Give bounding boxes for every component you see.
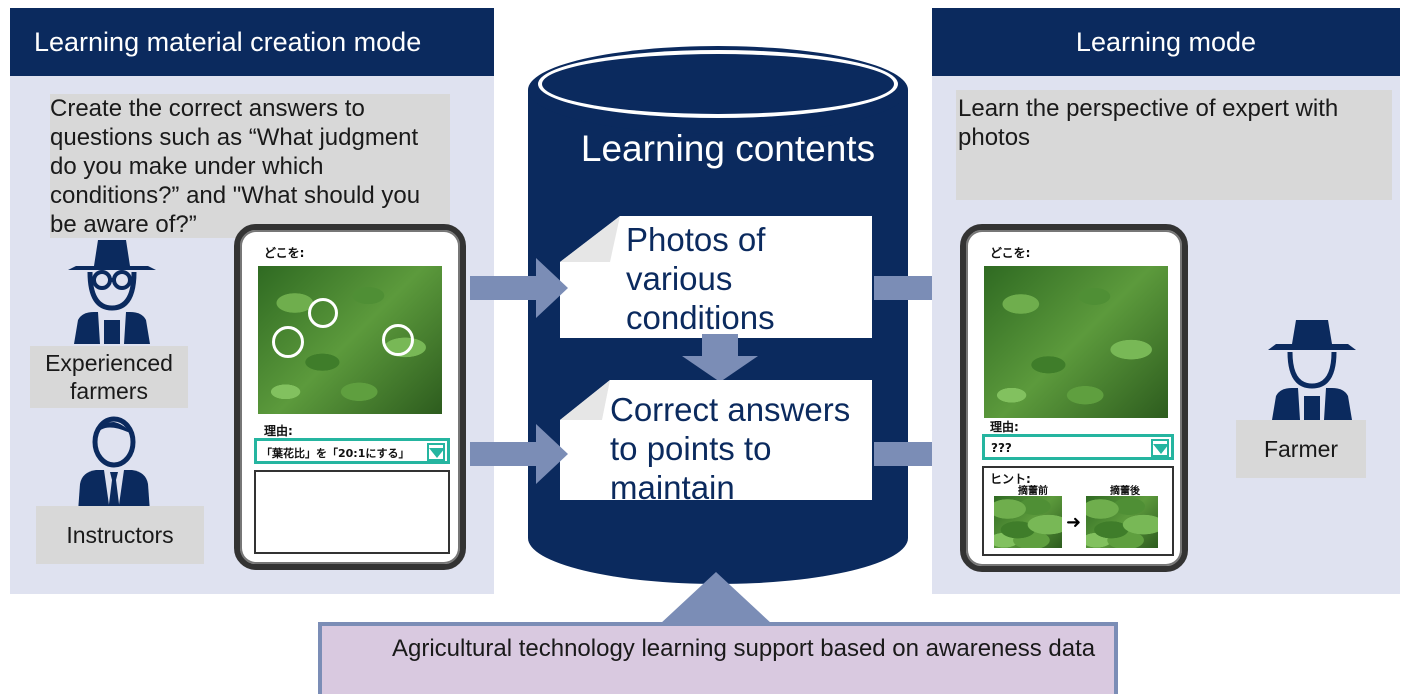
photos-note: Photos of various conditions <box>560 216 872 338</box>
arrow-right-icon: ➜ <box>1066 512 1082 533</box>
answers-note: Correct answers to points to maintain <box>560 380 872 506</box>
creation-tablet: どこを: 理由: 「葉花比」を「20:1にする」 <box>234 224 466 570</box>
reason-label: 理由: <box>990 420 1019 434</box>
left-description: Create the correct answers to questions … <box>50 94 450 238</box>
before-label: 摘蕾前 <box>1018 486 1048 497</box>
instructor-icon <box>78 416 150 512</box>
farmer-with-glasses-icon <box>68 240 156 344</box>
reason-select[interactable]: 「葉花比」を「20:1にする」 <box>254 438 450 464</box>
dropdown-arrow-icon <box>1151 439 1169 457</box>
reason-label: 理由: <box>264 424 293 438</box>
bottom-support-box: Agricultural technology learning support… <box>318 622 1118 694</box>
where-label: どこを: <box>264 246 305 260</box>
note-corner <box>560 216 620 262</box>
hint-area: ヒント: 摘蕾前 摘蕾後 ➜ <box>982 466 1174 556</box>
right-header: Learning mode <box>932 8 1400 76</box>
note-corner <box>560 380 610 420</box>
left-header: Learning material creation mode <box>10 8 494 76</box>
left-header-label: Learning material creation mode <box>34 26 422 57</box>
farmer-icon <box>1268 320 1356 420</box>
learning-tablet: どこを: 理由: ??? ヒント: 摘蕾前 摘蕾後 ➜ <box>960 224 1188 572</box>
right-header-label: Learning mode <box>1075 26 1257 57</box>
highlight-circle <box>272 326 304 358</box>
farmer-label: Farmer <box>1236 420 1366 478</box>
arrow-right <box>470 424 568 484</box>
dropdown-arrow-icon <box>427 443 445 461</box>
plant-photo <box>258 266 442 414</box>
hint-label: ヒント: <box>990 472 1031 486</box>
highlight-circle <box>308 298 338 328</box>
instructors-label: Instructors <box>36 506 204 564</box>
down-arrow <box>682 334 758 382</box>
plant-photo <box>984 266 1168 418</box>
reason-select[interactable]: ??? <box>982 434 1174 460</box>
right-description: Learn the perspective of expert with pho… <box>956 90 1392 200</box>
where-label: どこを: <box>990 246 1031 260</box>
arrow-right <box>470 258 568 318</box>
experienced-farmers-label: Experienced farmers <box>30 346 188 408</box>
after-label: 摘蕾後 <box>1110 486 1140 497</box>
highlight-circle <box>382 324 414 356</box>
answer-area[interactable] <box>254 470 450 554</box>
learning-contents-title: Learning contents <box>580 128 876 169</box>
after-photo <box>1086 496 1158 548</box>
up-arrow <box>660 572 772 624</box>
before-photo <box>994 496 1062 548</box>
